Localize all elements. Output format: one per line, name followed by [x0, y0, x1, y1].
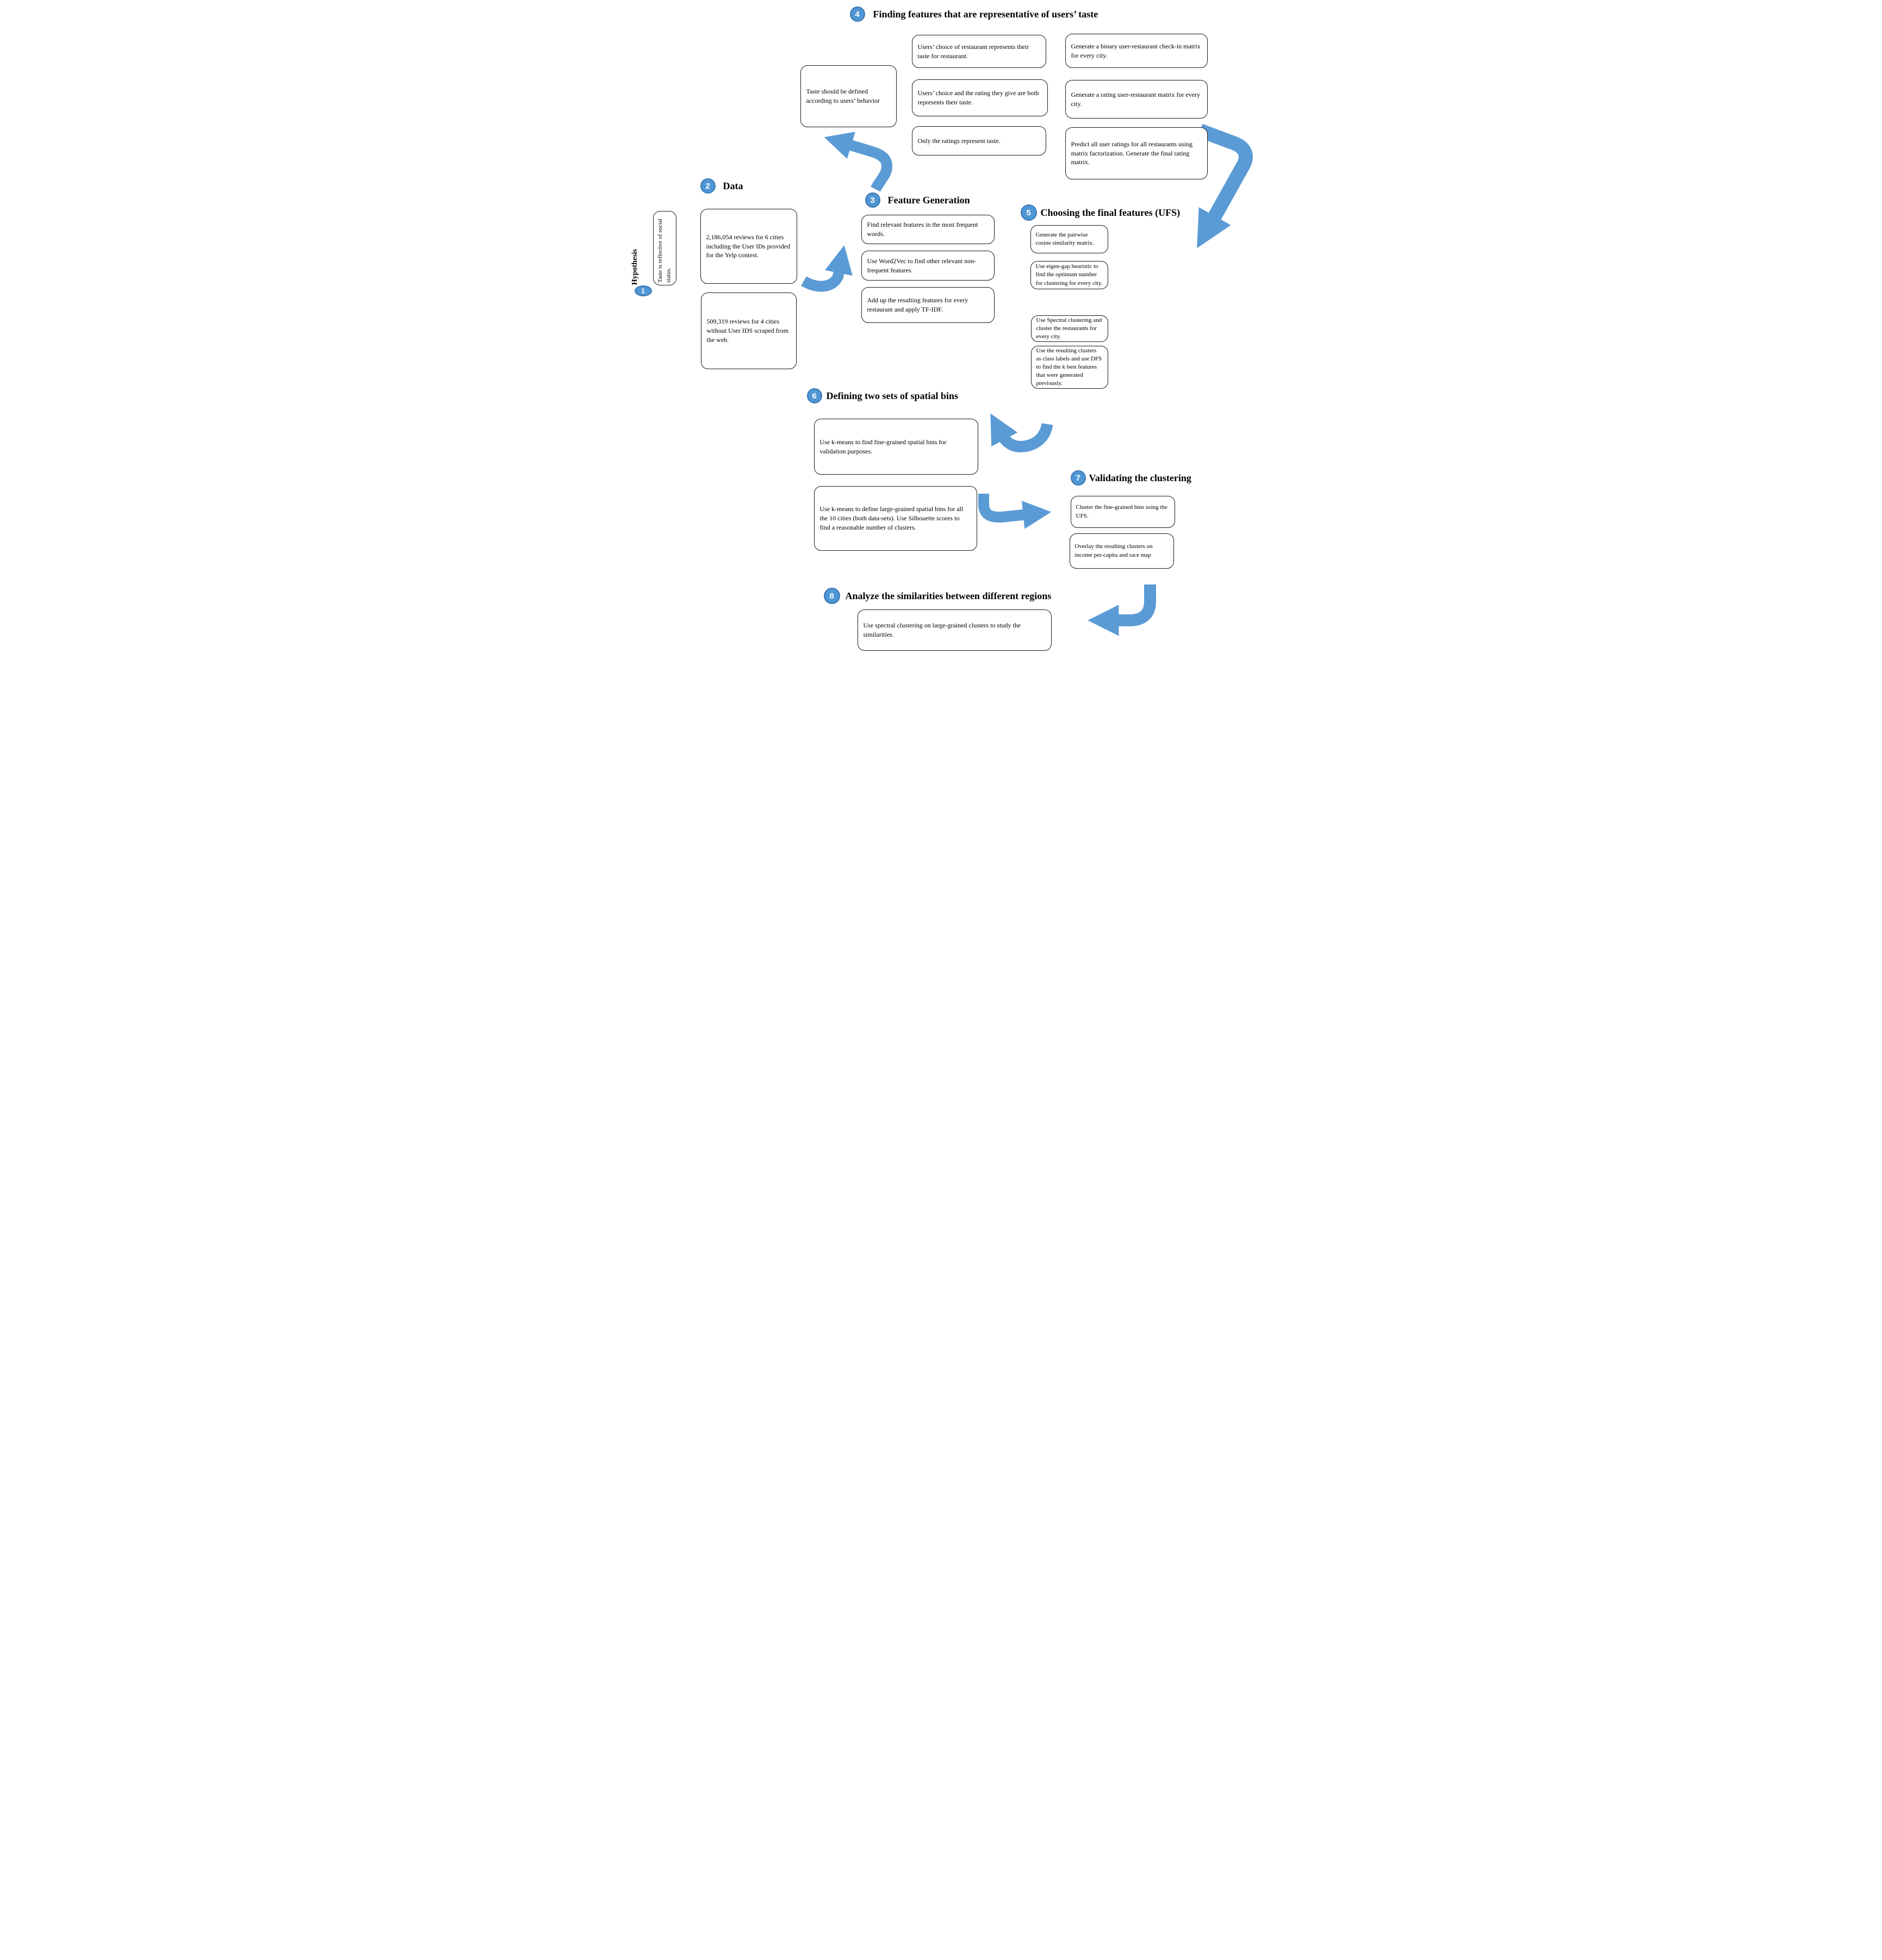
step2-badge: 2 [700, 178, 716, 194]
step2-box-yelp-reviews: 2,186,054 reviews for 6 cities including… [700, 209, 797, 284]
step5-badge: 5 [1020, 204, 1037, 221]
step6-box-fine-grained: Use k-means to find fine-grained spatial… [813, 419, 978, 475]
step1-badge: 1 [634, 285, 652, 296]
step4-title: Finding features that are representative… [873, 9, 1098, 20]
step4-box-choice: Users’ choice of restaurant represents t… [911, 35, 1046, 68]
step4-box-rating-matrix: Generate a rating user-restaurant matrix… [1065, 80, 1208, 119]
step1-hypothesis-box: Taste is reflective of social status. [653, 211, 676, 285]
step6-title: Defining two sets of spatial bins [826, 390, 959, 401]
step4-box-checkin-matrix: Generate a binary user-restaurant check-… [1065, 34, 1208, 68]
step4-box-matrix-factorization: Predict all user ratings for all restaur… [1065, 127, 1208, 179]
step5-box-eigen-gap: Use eigen-gap heuristic to find the opti… [1030, 261, 1108, 289]
step2-title: Data [723, 181, 743, 191]
step3-box-tfidf: Add up the resulting features for every … [861, 287, 995, 323]
step7-badge: 7 [1070, 470, 1086, 486]
step4-badge: 4 [849, 7, 865, 22]
step5-box-cosine-matrix: Generate the pairwise cosine similarity … [1030, 225, 1108, 253]
step4-box-behavior: Taste should be defined according to use… [800, 65, 897, 127]
step7-box-overlay-map: Overlay the resulting clusters on income… [1069, 533, 1174, 569]
step4-box-choice-and-rating: Users’ choice and the rating they give a… [911, 79, 1048, 116]
step8-box-spectral-similarities: Use spectral clustering on large-grained… [857, 609, 1052, 651]
arrow-spatial-bins-to-validation [978, 494, 1051, 529]
step6-box-large-grained: Use k-means to define large-grained spat… [813, 486, 977, 551]
step5-box-dfs-features: Use the resulting clusters as class labe… [1030, 346, 1108, 389]
step5-title: Choosing the final features (UFS) [1040, 207, 1181, 218]
step7-title: Validating the clustering [1089, 472, 1191, 483]
step2-box-scraped-reviews: 509,319 reviews for 4 cities without Use… [700, 293, 797, 369]
step5-box-spectral-clustering: Use Spectral clustering and cluster the … [1030, 315, 1108, 342]
arrow-ufs-to-spatial-bins [990, 413, 1053, 452]
step6-badge: 6 [806, 388, 822, 403]
step1-title: Hypothesis [630, 249, 639, 285]
step8-title: Analyze the similarities between differe… [845, 590, 1052, 601]
methodology-flowchart: Hypothesis Taste is reflective of social… [627, 0, 1255, 654]
arrow-validation-to-analysis [1087, 584, 1156, 636]
step3-box-frequent-words: Find relevant features in the most frequ… [861, 215, 995, 244]
arrow-feature-generation-to-behavior [824, 132, 892, 192]
step4-box-ratings-only: Only the ratings represent taste. [911, 126, 1046, 155]
step3-badge: 3 [865, 192, 880, 208]
step3-box-word2vec: Use Word2Vec to find other relevant non-… [861, 251, 995, 281]
step8-badge: 8 [823, 588, 840, 604]
arrow-data-to-feature-generation [800, 245, 853, 292]
step3-title: Feature Generation [887, 195, 970, 206]
step7-box-cluster-bins: Cluster the fine-grained bins using the … [1070, 496, 1175, 528]
